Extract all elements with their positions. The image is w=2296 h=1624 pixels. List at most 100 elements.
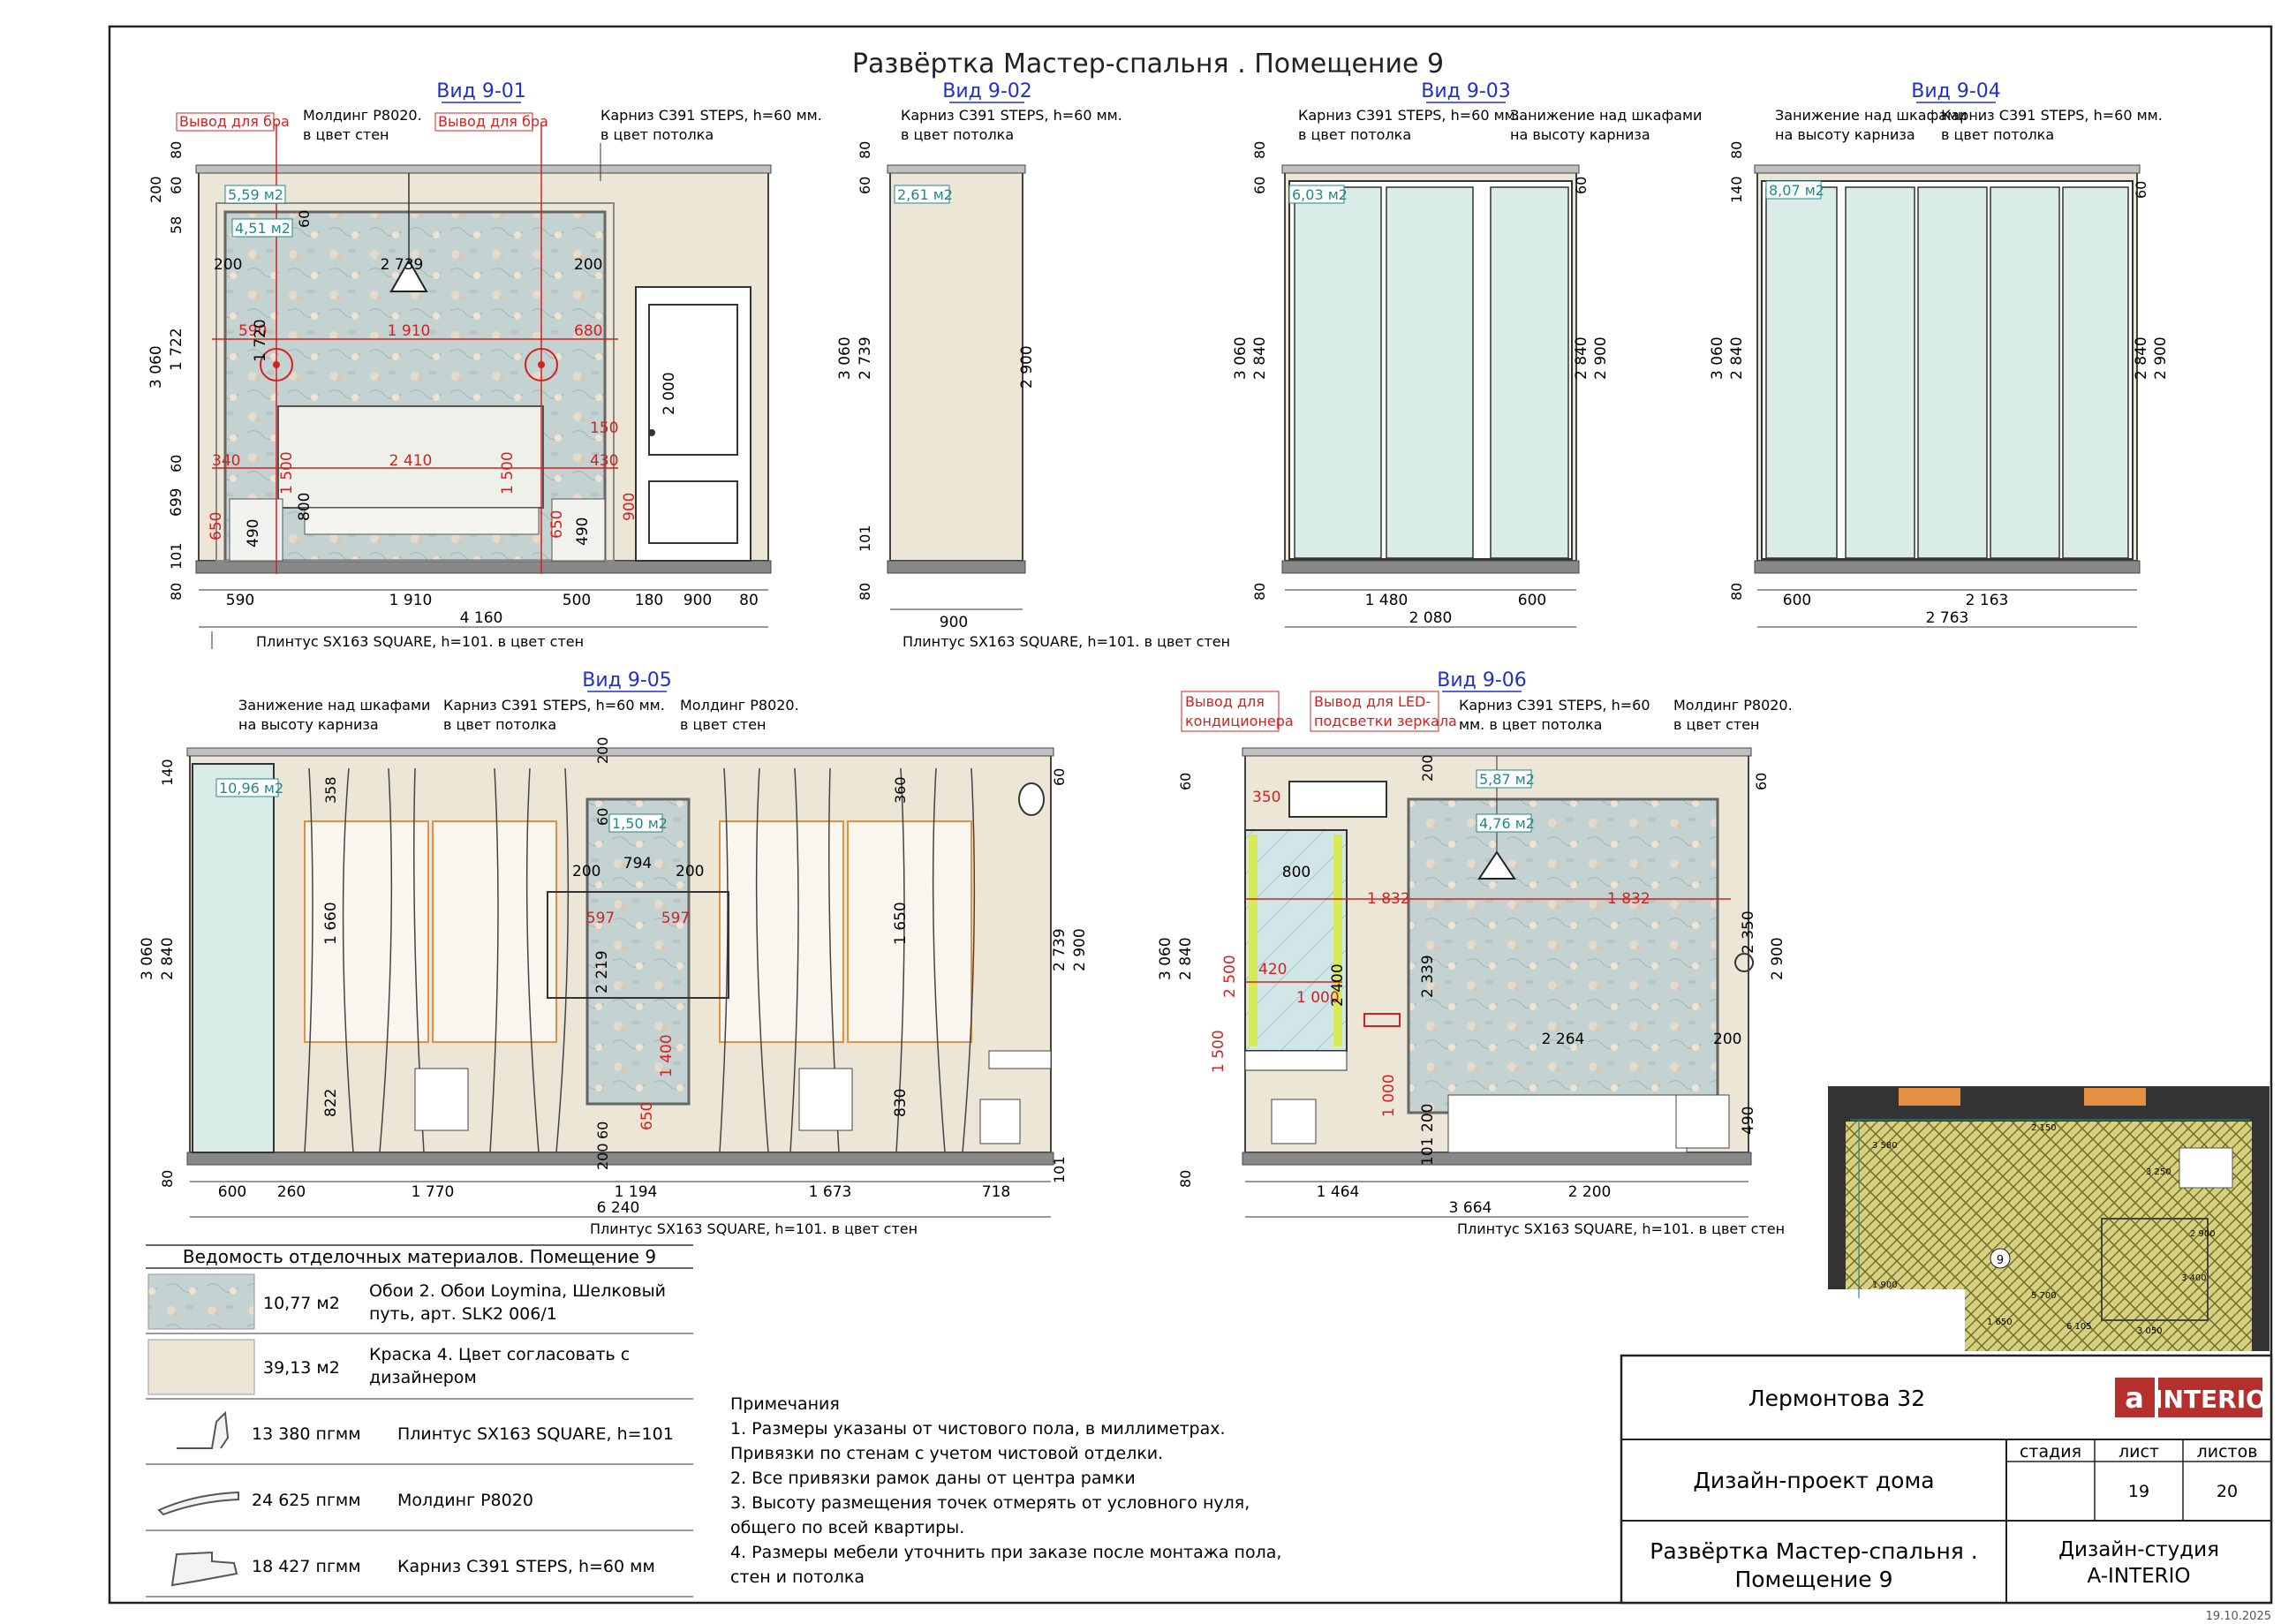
cornice <box>195 164 772 174</box>
dim: 101 <box>857 525 873 552</box>
switch-icon <box>1734 953 1755 972</box>
dim: 200 <box>1419 1104 1437 1132</box>
dim: 2 900 <box>1592 336 1610 380</box>
dim: 2 000 <box>661 372 678 415</box>
dim: 2 840 <box>1177 937 1195 980</box>
view-9-03: Вид 9-03 Карниз C391 STEPS, h=60 мм. в ц… <box>1232 80 1702 628</box>
dim: 200 <box>676 863 704 880</box>
dim: 2 900 <box>1071 928 1089 971</box>
dim: 60 <box>2133 181 2149 199</box>
dim: 80 <box>168 583 185 601</box>
dim: 358 <box>322 776 339 804</box>
dim: 80 <box>1728 583 1745 601</box>
dim: 597 <box>661 910 690 927</box>
material-qty: 18 427 пгмм <box>252 1557 361 1576</box>
molding-frame <box>215 202 615 562</box>
dim: 2 840 <box>159 937 177 980</box>
dim: 350 <box>1252 789 1280 806</box>
cornice <box>1754 164 2141 174</box>
cornice <box>1281 164 1580 174</box>
area-label: 1,50 м2 <box>612 815 668 832</box>
dim: 150 <box>590 419 618 437</box>
callout-led: Вывод для LED- <box>1314 693 1431 710</box>
dim: 60 <box>1177 773 1194 790</box>
material-desc: Обои 2. Обои Loymina, Шелковый <box>369 1281 666 1301</box>
cornice <box>186 747 1054 757</box>
nightstand-right <box>551 498 606 562</box>
material-desc: дизайнером <box>369 1368 477 1387</box>
dim: 60 <box>168 455 185 472</box>
wallpaper-panel <box>1407 797 1719 1114</box>
door <box>635 286 751 562</box>
plan-label: 6 105 <box>2066 1322 2092 1332</box>
logo-box <box>2158 1378 2262 1417</box>
callout-led-2: подсветки зеркала <box>1314 713 1457 729</box>
sheets-total: 20 <box>2217 1482 2238 1501</box>
note-line: Привязки по стенам с учетом чистовой отд… <box>730 1444 1163 1463</box>
dressing-table <box>547 891 729 999</box>
dim: 1 480 <box>1365 592 1409 609</box>
dim: 60 <box>1251 177 1268 194</box>
note-line: 4. Размеры мебели уточнить при заказе по… <box>730 1543 1281 1562</box>
dim: 800 <box>296 493 313 521</box>
dim: 80 <box>1251 583 1268 601</box>
dim: 80 <box>1177 1170 1194 1188</box>
callout-cornice-2: в цвет потолка <box>600 126 714 143</box>
sheet-frame <box>108 25 2273 1605</box>
socket-icon <box>1363 1013 1401 1027</box>
dim: 200 <box>147 176 164 203</box>
cornice <box>887 164 1026 174</box>
callout-cornice: Карниз C391 STEPS, h=60 мм. <box>443 697 665 714</box>
callout-molding: Молдинг Р8020. <box>303 107 422 124</box>
callout-ac-2: кондиционера <box>1185 713 1294 729</box>
dim: 1 194 <box>615 1183 658 1201</box>
plan-label: 1 650 <box>1987 1318 2013 1327</box>
dim: 1 400 <box>658 1034 676 1077</box>
bin <box>1271 1099 1317 1144</box>
dim: 1 650 <box>892 902 910 945</box>
plan-label: 3 400 <box>2181 1273 2207 1283</box>
studio-name-2: A-INTERIO <box>2088 1565 2191 1588</box>
dim: 680 <box>574 322 602 340</box>
room-marker <box>1990 1248 2011 1269</box>
dim: 718 <box>982 1183 1010 1201</box>
mirror <box>1244 829 1348 1052</box>
dim: 650 <box>208 512 225 540</box>
dim: 1 000 <box>1380 1074 1398 1117</box>
dim: 3 060 <box>139 937 156 980</box>
print-date: 19.10.2025 <box>2206 1610 2271 1623</box>
logo-text: INTERIO <box>2154 1385 2267 1414</box>
swatch-wallpaper <box>147 1273 255 1330</box>
dim: 1 832 <box>1607 890 1650 908</box>
room-number: 9 <box>1997 1254 2004 1267</box>
dim: 1 500 <box>499 451 517 495</box>
dim: 60 <box>168 177 185 194</box>
dim: 101 <box>168 542 185 570</box>
wardrobe-side <box>192 763 275 1153</box>
mirror-panel <box>585 797 691 1106</box>
dim: 60 <box>594 1122 611 1139</box>
footer-label: Плинтус SX163 SQUARE, h=101. в цвет стен <box>590 1220 918 1237</box>
dim: 200 <box>1419 754 1436 782</box>
dim: 2 840 <box>1573 336 1590 380</box>
floor-plan-thumbnail: 9 2 150 3 580 3 250 1 900 5 700 6 105 3 … <box>1828 1086 2270 1351</box>
plan-bed <box>2101 1218 2209 1321</box>
callout-molding-2: в цвет стен <box>303 126 389 143</box>
area-label: 4,76 м2 <box>1479 815 1535 832</box>
callout-cornice-2: мм. в цвет потолка <box>1459 716 1602 733</box>
address: Лермонтова 32 <box>1748 1386 1925 1411</box>
window-right <box>719 820 844 1043</box>
notes-title: Примечания <box>730 1394 840 1414</box>
material-qty: 13 380 пгмм <box>252 1424 361 1444</box>
dim: 2 339 <box>1419 955 1437 998</box>
dim: 4 160 <box>460 609 503 627</box>
callout-cornice: Карниз C391 STEPS, h=60 мм. <box>901 107 1122 124</box>
baseboard-profile-icon <box>177 1410 230 1449</box>
plan-label: 2 900 <box>2190 1229 2216 1239</box>
dim: 1 720 <box>252 319 269 362</box>
footer-label: Плинтус SX163 SQUARE, h=101. в цвет стен <box>256 633 584 650</box>
material-desc: Плинтус SX163 SQUARE, h=101 <box>397 1424 674 1444</box>
plan-label: 2 150 <box>2031 1123 2057 1133</box>
wall <box>889 171 1023 562</box>
